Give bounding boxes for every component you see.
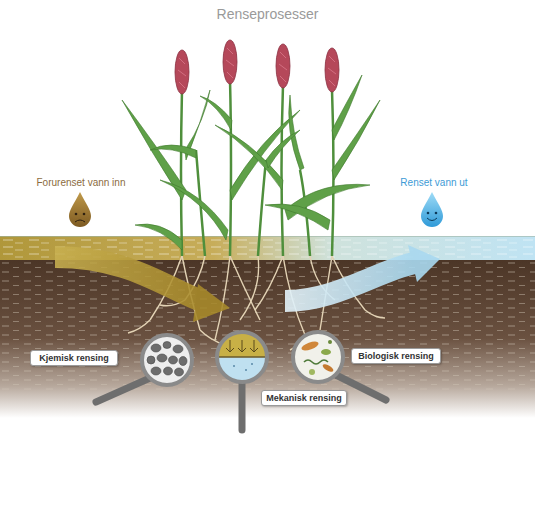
inflow-arrow xyxy=(55,257,230,322)
lens-rim xyxy=(293,332,343,382)
polluted-zone xyxy=(216,331,268,357)
microbe xyxy=(328,340,332,344)
droplet-mouth xyxy=(75,220,85,222)
reed-leaves xyxy=(122,75,380,250)
plume-stroke xyxy=(178,58,186,88)
flow-marks xyxy=(226,340,258,352)
outflow-arrow xyxy=(285,245,440,301)
reed-leaf xyxy=(332,100,380,180)
microbe xyxy=(321,349,331,355)
filter-view xyxy=(216,331,268,385)
arrow-shaft xyxy=(285,263,414,301)
stone xyxy=(157,354,167,362)
node-text: Biologisk rensing xyxy=(355,351,437,361)
microbe xyxy=(309,369,315,375)
reed-leaf xyxy=(266,130,300,168)
microbe xyxy=(304,360,328,364)
droplet-eye xyxy=(83,213,86,216)
reed-leaf xyxy=(200,96,232,130)
stone xyxy=(175,368,184,376)
reed-leaf xyxy=(285,184,370,220)
mechanical-magnifier xyxy=(216,331,268,385)
reed-stem xyxy=(282,85,284,256)
diagram-title: Renseprosesser xyxy=(0,6,535,23)
lens xyxy=(294,333,342,381)
reed-plume xyxy=(276,44,290,88)
reed-plumes xyxy=(175,40,339,94)
stone xyxy=(164,367,173,375)
reed-leaf xyxy=(135,224,182,250)
root xyxy=(240,256,259,320)
plume-stroke xyxy=(279,52,287,82)
flow-label: Forurenset vann inn xyxy=(22,177,140,189)
process-label-box: Biologisk rensing xyxy=(351,348,441,364)
process-label-box: Kjemisk rensing xyxy=(30,350,118,366)
chemical-magnifier xyxy=(142,335,192,385)
root xyxy=(128,320,150,333)
lens xyxy=(143,336,191,384)
microbes xyxy=(300,340,334,375)
node-text: Kjemisk rensing xyxy=(34,353,114,363)
reed-plume xyxy=(223,40,237,84)
arrow-head xyxy=(408,245,440,282)
reed-stem xyxy=(181,90,182,256)
droplet-body xyxy=(69,192,91,227)
lens-rim xyxy=(217,332,267,382)
stone xyxy=(151,367,161,375)
arrow-shaft xyxy=(55,257,204,302)
dot xyxy=(233,365,235,367)
lens-rim xyxy=(142,335,192,385)
root xyxy=(230,256,260,320)
droplet-eye xyxy=(427,212,430,215)
root xyxy=(365,310,385,318)
microbe xyxy=(322,363,335,373)
soil-texture xyxy=(0,262,535,392)
droplet-mouth xyxy=(427,218,437,221)
process-label-box: Mekanisk rensing xyxy=(261,390,347,406)
biological-magnifier xyxy=(293,332,343,382)
dot xyxy=(251,363,253,365)
magnifier-handle xyxy=(96,378,150,402)
soil-layer xyxy=(0,258,535,418)
stone xyxy=(179,357,187,366)
microbe xyxy=(300,340,319,353)
droplet-eye xyxy=(75,213,78,216)
arrow-head xyxy=(193,284,230,322)
plume-texture xyxy=(178,48,336,88)
stone xyxy=(169,356,178,364)
droplet-body xyxy=(421,192,443,227)
reed-plume xyxy=(175,50,189,94)
stone xyxy=(163,342,171,349)
stone xyxy=(147,356,155,364)
plume-stroke xyxy=(226,48,234,78)
stone xyxy=(151,344,161,352)
root xyxy=(215,256,230,340)
reed-stem xyxy=(230,80,231,256)
magnifier-handle xyxy=(239,383,246,430)
stones xyxy=(147,342,187,377)
filter-line xyxy=(216,356,268,358)
reed-stem xyxy=(258,160,266,256)
plume-stroke xyxy=(328,56,336,86)
water-surface xyxy=(0,236,535,237)
reed-plume xyxy=(325,48,339,92)
node-text: Mekanisk rensing xyxy=(265,393,343,403)
dot xyxy=(245,369,247,371)
clean-droplet xyxy=(421,192,443,227)
reed-leaf xyxy=(265,204,330,230)
droplet-eye xyxy=(435,212,438,215)
reed-stems xyxy=(181,80,334,256)
stone xyxy=(173,345,183,353)
reed-leaf xyxy=(150,145,196,158)
flow-label: Renset vann ut xyxy=(375,177,493,189)
dirty-droplet xyxy=(69,192,91,227)
